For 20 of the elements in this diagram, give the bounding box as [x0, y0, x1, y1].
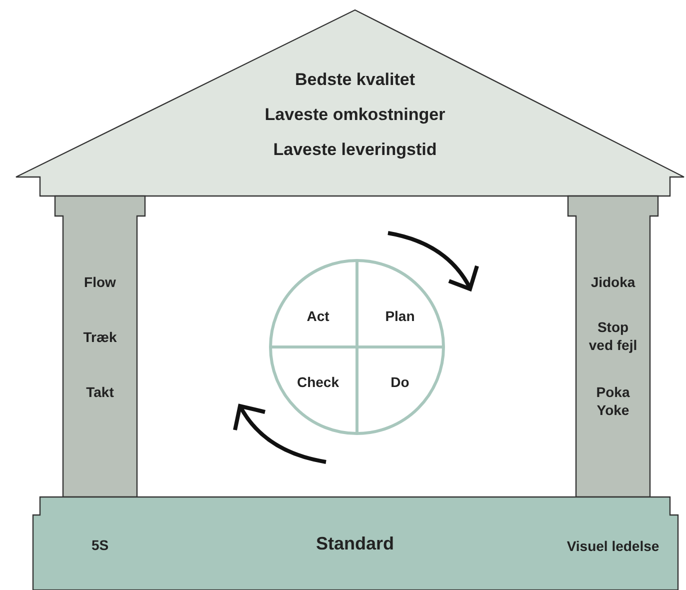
label-text: Laveste omkostninger: [264, 104, 446, 126]
foundation: [33, 497, 678, 590]
label-text: Træk: [83, 328, 117, 346]
label-text: Takt: [86, 382, 114, 402]
roof: [15, 10, 686, 196]
label-text: 5S: [91, 536, 109, 554]
pillar: [568, 196, 658, 497]
label-text: Visuel ledelse: [566, 536, 660, 556]
label-text: Stop ved fejl: [588, 318, 638, 354]
quadrant-label: Act: [283, 303, 353, 329]
label-text: Laveste leveringstid: [273, 138, 437, 161]
quadrant-label: Check: [283, 369, 353, 395]
label-text: Poka Yoke: [595, 382, 631, 420]
label-text: Jidoka: [590, 272, 636, 292]
label-text: Bedste kvalitet: [295, 68, 415, 91]
pillar: [55, 196, 145, 497]
label-text: Standard: [316, 532, 394, 556]
quadrant-label: Do: [365, 369, 435, 395]
quadrant-label: Plan: [365, 303, 435, 329]
label-text: Flow: [84, 272, 116, 292]
